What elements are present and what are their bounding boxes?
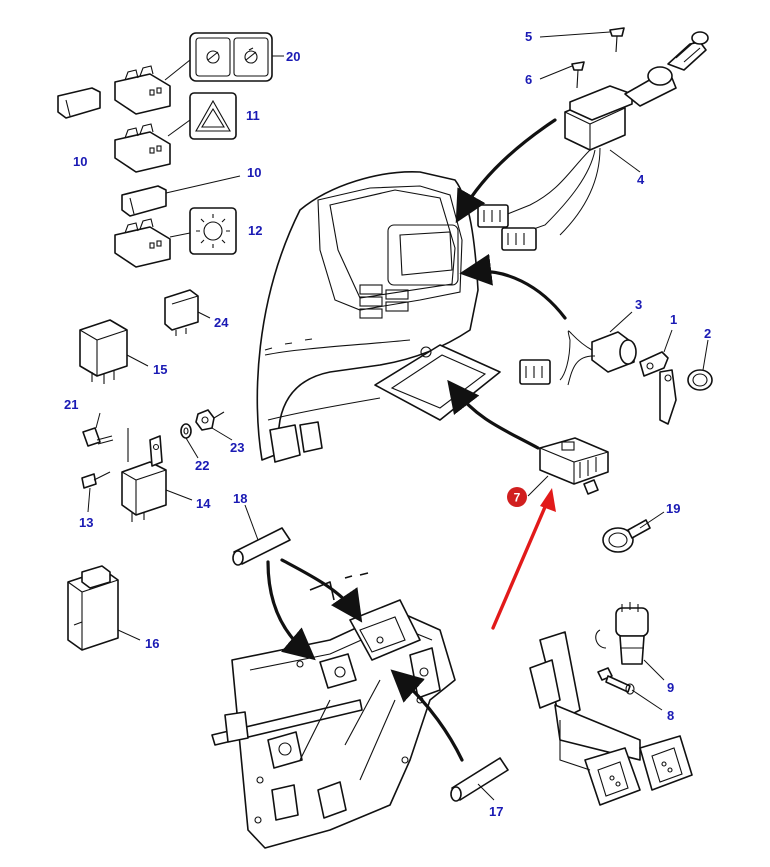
part-16-module xyxy=(67,565,141,651)
part-21-bolt xyxy=(82,412,114,447)
pedal-assembly xyxy=(529,631,693,806)
callout-3: 3 xyxy=(635,297,642,312)
callout-19: 19 xyxy=(666,501,680,516)
callout-20: 20 xyxy=(286,49,300,64)
part-6-screw xyxy=(539,61,585,89)
highlight-arrow xyxy=(491,488,556,630)
part-7-connector xyxy=(527,437,609,497)
callout-24: 24 xyxy=(214,315,229,330)
pedal-mounting-frame xyxy=(211,572,456,849)
part-1-keys xyxy=(639,329,677,425)
part-22-washer xyxy=(180,423,199,459)
part-9-pressure-switch xyxy=(595,602,665,681)
callout-10-top: 10 xyxy=(73,154,87,169)
part-4-combination-switch xyxy=(477,31,709,251)
assembly-arrows xyxy=(266,118,567,762)
callout-12: 12 xyxy=(248,223,262,238)
lamp-icon xyxy=(196,214,230,248)
callout-8: 8 xyxy=(667,708,674,723)
part-19-hose-clamp xyxy=(602,511,665,553)
callout-22: 22 xyxy=(195,458,209,473)
part-24-relay xyxy=(164,289,211,336)
callout-18: 18 xyxy=(233,491,247,506)
callout-9: 9 xyxy=(667,680,674,695)
callout-4: 4 xyxy=(637,172,645,187)
console-switch-bank xyxy=(359,284,409,319)
part-5-screw xyxy=(539,27,625,53)
callout-14: 14 xyxy=(196,496,211,511)
part-3-ignition-switch xyxy=(519,311,637,386)
callout-16: 16 xyxy=(145,636,159,651)
part-18-tube xyxy=(232,504,291,566)
callout-13: 13 xyxy=(79,515,93,530)
dashboard-console xyxy=(256,171,501,463)
wiper-washer-icon xyxy=(244,47,258,64)
part-14-relay-with-bracket xyxy=(121,428,193,522)
part-15-relay xyxy=(79,319,149,384)
callout-labels: 1 2 3 4 5 6 8 9 10 10 11 12 13 14 15 16 … xyxy=(64,29,711,819)
callout-23: 23 xyxy=(230,440,244,455)
part-20-double-switch xyxy=(189,32,284,82)
callout-7: 7 xyxy=(514,491,521,505)
part-8-bolt xyxy=(597,667,663,711)
part-11-hazard-switch xyxy=(114,92,237,173)
part-2-ring xyxy=(687,339,713,391)
callout-1: 1 xyxy=(670,312,677,327)
wiper-icon xyxy=(206,50,220,64)
callout-10-mid: 10 xyxy=(247,165,261,180)
callout-6: 6 xyxy=(525,72,532,87)
part-17-tube xyxy=(450,757,509,802)
callout-21: 21 xyxy=(64,397,78,412)
callout-11: 11 xyxy=(246,108,260,123)
warning-triangle-icon xyxy=(195,99,231,132)
callout-5: 5 xyxy=(525,29,532,44)
switch-cover-part-10-lower xyxy=(121,175,241,217)
rocker-switch-top xyxy=(114,59,191,115)
callout-7-badge: 7 xyxy=(507,487,527,507)
part-13-screw xyxy=(81,471,111,513)
switch-cover-part-10-top xyxy=(57,87,101,119)
callout-2: 2 xyxy=(704,326,711,341)
part-23-nut xyxy=(195,409,233,441)
callout-17: 17 xyxy=(489,804,503,819)
callout-15: 15 xyxy=(153,362,167,377)
part-12-light-switch xyxy=(114,207,237,268)
